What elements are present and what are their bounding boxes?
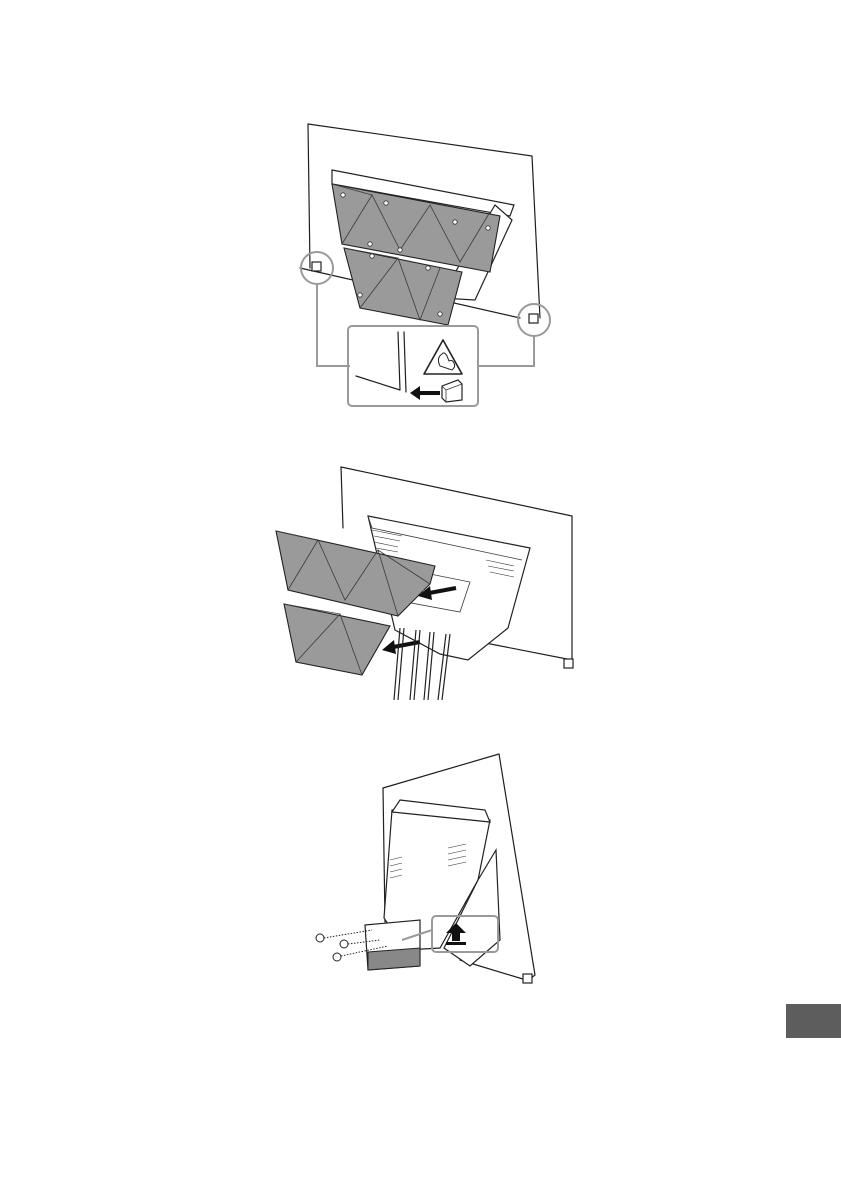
page-edge-tab (786, 1004, 841, 1038)
figure-3-stand-screws (0, 0, 841, 1000)
